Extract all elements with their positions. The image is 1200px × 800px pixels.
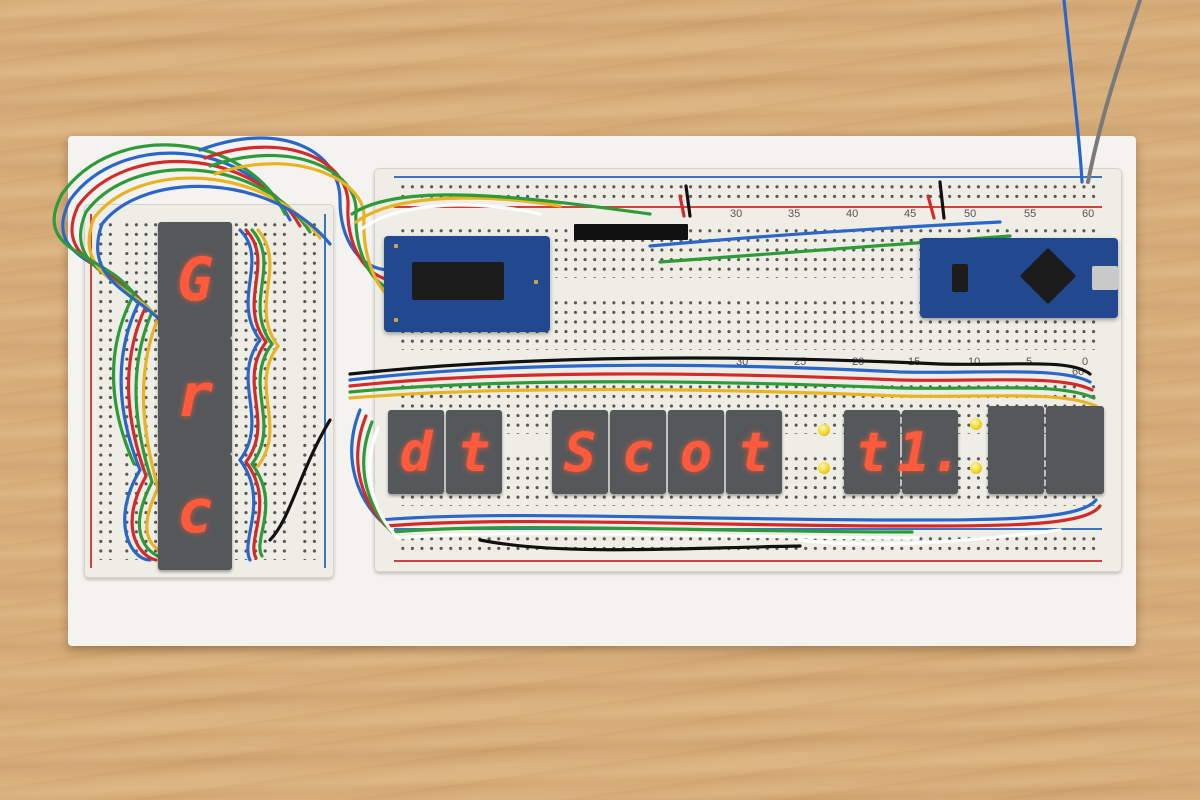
display-character: t bbox=[457, 420, 491, 484]
colon-led-top bbox=[970, 418, 982, 430]
arduino-nano bbox=[920, 238, 1118, 318]
display-character: t bbox=[737, 420, 771, 484]
display-character: G bbox=[176, 245, 214, 315]
column-number: 60 bbox=[1082, 208, 1095, 220]
alpha-display-digit: r bbox=[158, 338, 232, 454]
seven-segment-digit: t bbox=[844, 410, 900, 494]
colon-led-top bbox=[818, 424, 830, 436]
column-number: 5 bbox=[1026, 356, 1033, 368]
alpha-display-digit: c bbox=[158, 454, 232, 570]
left-red-rail bbox=[90, 214, 92, 568]
column-number: 35 bbox=[788, 208, 801, 220]
bottom-red-rail bbox=[394, 560, 1102, 562]
usb-port bbox=[1092, 266, 1118, 290]
module-pin bbox=[534, 280, 538, 284]
display-character: 1. bbox=[897, 420, 963, 484]
seven-segment-digit bbox=[1046, 406, 1104, 494]
seven-segment-digit: o bbox=[668, 410, 724, 494]
display-character: d bbox=[399, 420, 433, 484]
column-number: 30 bbox=[730, 208, 743, 220]
display-character: c bbox=[621, 420, 655, 484]
top-power-rail-holes bbox=[398, 182, 1098, 204]
module-pin bbox=[394, 244, 398, 248]
seven-segment-digit: 1. bbox=[897, 410, 963, 494]
left-rail-holes bbox=[96, 220, 114, 560]
display-character: r bbox=[176, 361, 214, 431]
top-red-rail bbox=[394, 206, 1102, 208]
colon-led-bottom bbox=[970, 462, 982, 474]
display-character: c bbox=[176, 477, 214, 547]
display-character: t bbox=[855, 420, 889, 484]
column-number: 40 bbox=[846, 208, 859, 220]
seven-segment-digit bbox=[988, 406, 1044, 494]
column-number: 45 bbox=[904, 208, 917, 220]
seven-segment-digit: t bbox=[446, 410, 502, 494]
driver-backpack-module bbox=[384, 236, 550, 332]
seven-segment-digit: c bbox=[610, 410, 666, 494]
column-number: 50 bbox=[964, 208, 977, 220]
seven-segment-digit: t bbox=[726, 410, 782, 494]
colon-led-bottom bbox=[818, 462, 830, 474]
seven-segment-digit: d bbox=[388, 410, 444, 494]
display-character: S bbox=[563, 420, 597, 484]
top-blue-rail bbox=[394, 176, 1102, 178]
right-blue-rail bbox=[324, 214, 326, 568]
header-pin-strip bbox=[574, 224, 688, 240]
display-character: o bbox=[679, 420, 713, 484]
regulator-chip bbox=[952, 264, 968, 292]
column-number: 55 bbox=[1024, 208, 1037, 220]
module-pin bbox=[394, 318, 398, 322]
driver-chip bbox=[412, 262, 504, 300]
seven-segment-digit: S bbox=[552, 410, 608, 494]
column-number: 0 bbox=[1082, 356, 1089, 368]
alpha-display-digit: G bbox=[158, 222, 232, 338]
microcontroller-chip bbox=[1019, 247, 1077, 305]
